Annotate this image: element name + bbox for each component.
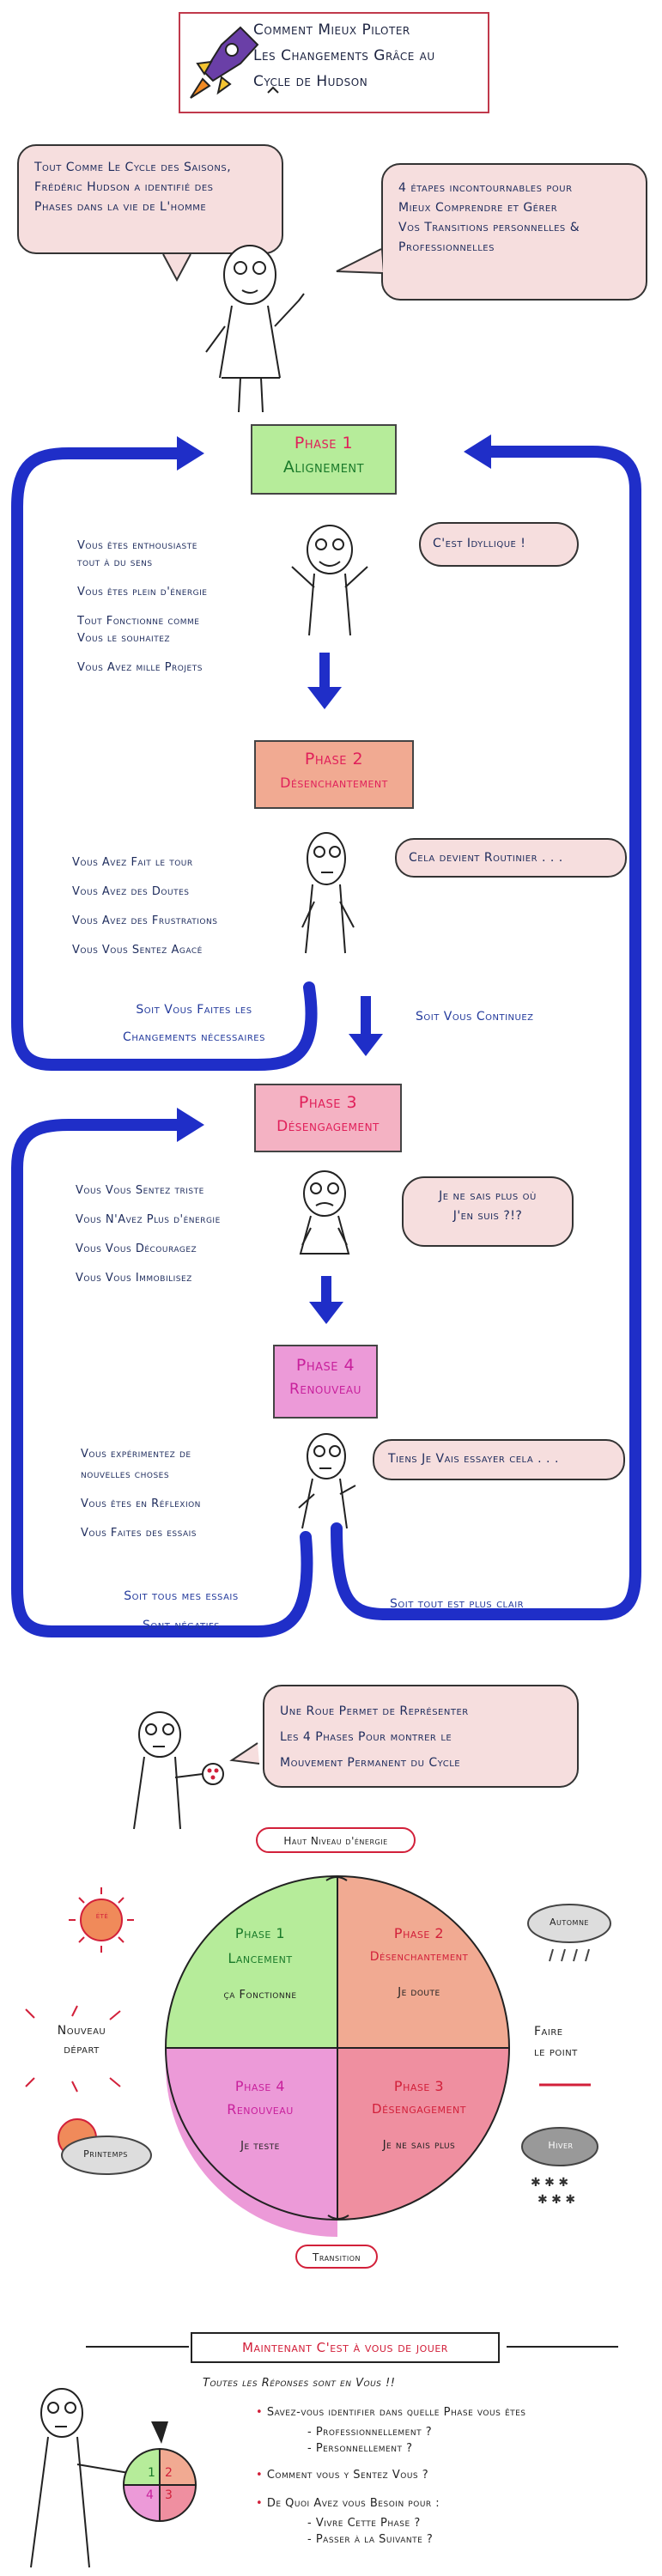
cloud-rain-icon [527, 1904, 611, 1962]
cta-person-figure [30, 2388, 130, 2568]
mini-wheel-1: 1 [148, 2466, 156, 2480]
down-arrow [307, 687, 342, 709]
phase2-box: Phase 2 Désenchantement [254, 740, 414, 809]
cta-banner: Maintenant C'est à vous de jouer [191, 2332, 500, 2363]
phase4-box: Phase 4 Renouveau [273, 1345, 378, 1419]
intro-right-bubble: 4 étapes incontournables pour Mieux Comp… [381, 163, 647, 301]
phase2-list: Vous Avez Fait le tour Vous Avez des Dou… [72, 856, 218, 957]
wheel-presenter-figure [133, 1711, 224, 1830]
svg-text:✱ ✱ ✱: ✱ ✱ ✱ [537, 2193, 575, 2207]
loop-arrow-left-bottom [10, 1119, 313, 1637]
quadrant-phase2: Phase 2 Désenchantement Je doute [369, 1925, 469, 1999]
branch2-left-note: Soit tous mes essais Sont négatifs [124, 1589, 239, 1632]
phase1-box: Phase 1 Alignement [251, 424, 397, 495]
mini-wheel [122, 2421, 197, 2523]
phase2-bubble: Cela devient Routinier . . . [395, 838, 627, 878]
sun-icon [69, 1887, 134, 1953]
snow-cloud-icon: ✱ ✱ ✱ ✱ ✱ ✱ [521, 2127, 598, 2207]
phase4-bubble: Tiens Je Vais essayer cela . . . [373, 1439, 625, 1480]
branch2-right-note: Soit tout est plus clair [390, 1597, 525, 1611]
mini-wheel-4: 4 [146, 2488, 155, 2502]
phase1-list: Vous êtes enthousiaste tout à du sens Vo… [77, 539, 208, 674]
cycle-wheel [165, 1875, 510, 2237]
quadrant-phase4: Phase 4 Renouveau Je teste [227, 2078, 294, 2153]
svg-text:✱ ✱ ✱: ✱ ✱ ✱ [531, 2176, 568, 2190]
intro-left-bubble: Tout Comme Le Cycle des Saisons, Frédéri… [17, 144, 283, 254]
quadrant-phase3: Phase 3 Désengagement Je ne sais plus [372, 2078, 466, 2152]
down-arrow [349, 1034, 383, 1056]
wheel-intro-bubble: Une Roue Permet de Représenter Les 4 Pha… [263, 1685, 579, 1788]
quadrant-phase1: Phase 1 Lancement ça Fonctionne [223, 1925, 297, 2002]
phase3-list: Vous Vous Sentez triste Vous N'Avez Plus… [76, 1184, 221, 1285]
phase4-person-figure [298, 1433, 356, 1529]
bubble-tail [162, 253, 191, 283]
cta-subtitle: Toutes les Réponses sont en Vous !! [203, 2377, 396, 2390]
wheel-bottom-label: Transition [295, 2245, 378, 2269]
branch1-left-note: Soit Vous Faites les Changements nécessa… [123, 1003, 265, 1044]
start-rays [25, 2005, 121, 2093]
phase2-person-figure [301, 832, 355, 954]
loop-arrow-right [331, 446, 641, 1620]
phase1-person-figure [291, 525, 368, 636]
phase3-box: Phase 3 Désengagement [254, 1084, 402, 1152]
phase3-person-figure [299, 1170, 350, 1255]
wheel-left-label: Nouveau départ [57, 2024, 106, 2057]
season-spring: Printemps [83, 2148, 128, 2160]
loop-arrow-left-top [10, 447, 318, 1071]
phase3-bubble: Je ne sais plus où J'en suis ?!? [402, 1176, 574, 1247]
down-arrow [309, 1302, 343, 1324]
season-summer: été [95, 1911, 109, 1921]
rocket-icon [190, 26, 259, 99]
phase1-bubble: C'est Idyllique ! [419, 522, 579, 567]
bubble-tail [229, 1742, 260, 1765]
cta-questions: • Savez-vous identifier dans quelle Phas… [256, 2406, 526, 2546]
phase4-list: Vous expérimentez de nouvelles choses Vo… [81, 1448, 201, 1540]
wheel-top-label: Haut Niveau d'énergie [256, 1827, 416, 1853]
season-winter: Hiver [548, 2140, 574, 2151]
mini-wheel-2: 2 [165, 2466, 173, 2480]
wheel-right-label: Faire le point [534, 2025, 578, 2059]
intro-person-figure [205, 245, 305, 413]
season-autumn: Automne [549, 1917, 589, 1928]
page-title: Comment Mieux Piloter Les Changements Gr… [253, 21, 435, 90]
bubble-tail [336, 248, 384, 274]
branch1-right-note: Soit Vous Continuez [416, 1010, 534, 1024]
sun-cloud-icon [58, 2118, 152, 2175]
mini-wheel-3: 3 [165, 2488, 173, 2502]
